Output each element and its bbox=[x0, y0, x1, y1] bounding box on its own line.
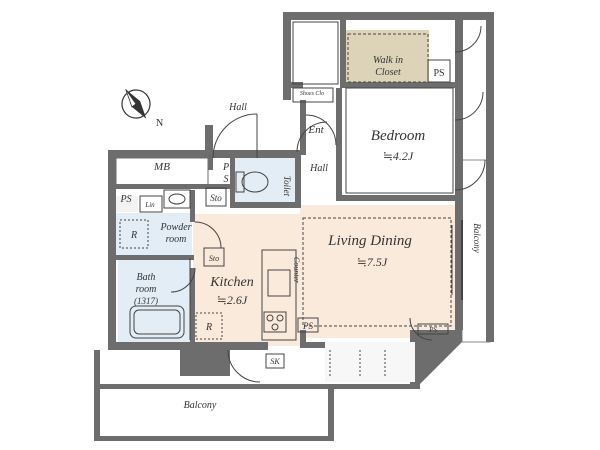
powder-room-label-1: Powder bbox=[159, 222, 191, 233]
storage-label-1: Sto bbox=[210, 193, 222, 203]
ps-small-label: PS bbox=[428, 326, 437, 334]
shoes-closet-label: Shoes Clo bbox=[300, 91, 324, 97]
balcony-right-label: Balcony bbox=[472, 223, 482, 253]
kitchen-label: Kitchen bbox=[209, 275, 254, 290]
hall-top-label: Hall bbox=[228, 102, 247, 113]
walls bbox=[94, 12, 494, 441]
compass-n-label: N bbox=[156, 118, 163, 129]
powder-r-label: R bbox=[130, 230, 137, 241]
ps-left-label: PS bbox=[119, 194, 131, 205]
ps-mid-label-2: S bbox=[224, 174, 229, 185]
kitchen-r-label: R bbox=[205, 322, 212, 333]
kitchen-size-label: ≒2.6J bbox=[217, 293, 248, 307]
living-dining-size-label: ≒7.5J bbox=[357, 255, 388, 269]
balcony-bottom-label: Balcony bbox=[184, 400, 217, 411]
bath-room-label-1: Bath bbox=[137, 272, 156, 283]
living-dining-label: Living Dining bbox=[327, 233, 412, 249]
mb-label: MB bbox=[153, 161, 170, 173]
hall-mid-label: Hall bbox=[309, 163, 328, 174]
toilet-floor bbox=[232, 158, 297, 202]
bath-room-label-2: room bbox=[136, 284, 157, 295]
linen-label: Lin bbox=[144, 201, 155, 209]
walk-in-closet-label-2: Closet bbox=[375, 67, 401, 78]
counter-label: Counter bbox=[292, 257, 301, 284]
ps-top-label: PS bbox=[433, 68, 444, 79]
toilet-label: Toilet bbox=[282, 176, 292, 197]
ps-mid-label-1: P bbox=[222, 162, 229, 173]
bedroom-size-label: ≒4.2J bbox=[383, 149, 414, 163]
storage-label-2: Sto bbox=[209, 254, 219, 263]
outlines bbox=[119, 21, 486, 383]
room-labels: Walk in Closet PS Hall Shoes Clo Ent Bed… bbox=[119, 55, 482, 411]
walk-in-closet-label-1: Walk in bbox=[373, 55, 403, 66]
sk-label: SK bbox=[270, 357, 280, 366]
ps-kitchen-label: PS bbox=[302, 321, 313, 331]
closet-floor bbox=[345, 30, 429, 84]
bedroom-label: Bedroom bbox=[371, 128, 426, 144]
compass-icon bbox=[121, 89, 151, 119]
living-floor bbox=[193, 205, 455, 346]
entrance-label: Ent bbox=[307, 124, 324, 136]
powder-room-label-2: room bbox=[166, 234, 187, 245]
bath-room-size-label: (1317) bbox=[134, 296, 158, 306]
floor-fills bbox=[115, 30, 491, 346]
